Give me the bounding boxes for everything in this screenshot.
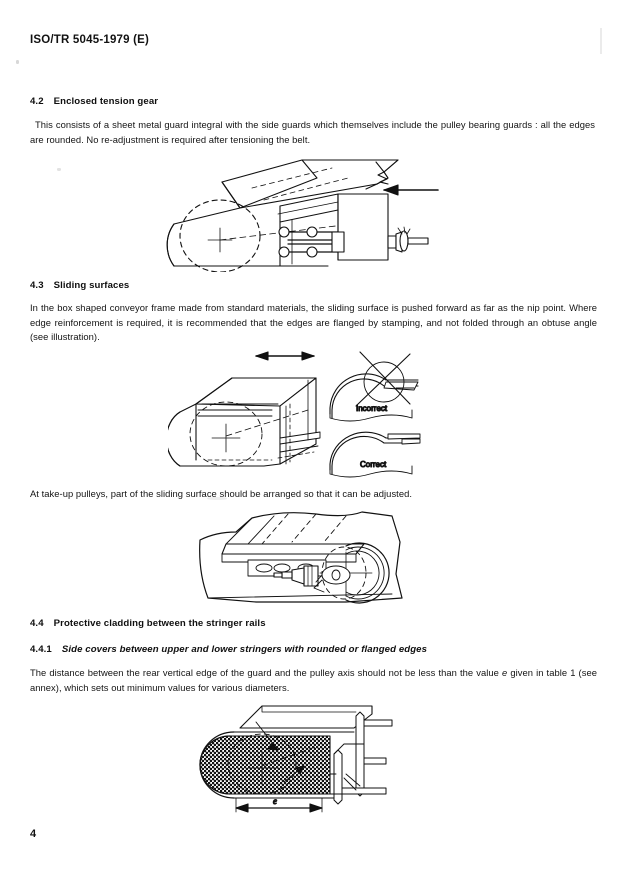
- scan-artifact: [207, 497, 227, 500]
- scan-artifact: [16, 60, 19, 64]
- scan-artifact: [600, 28, 602, 54]
- page-number: 4: [30, 828, 37, 840]
- section-title: Enclosed tension gear: [53, 96, 159, 107]
- section-number: 4.2: [30, 96, 44, 107]
- paragraph-text: In the box shaped conveyor frame made fr…: [30, 302, 597, 343]
- paragraph-text: This consists of a sheet metal guard int…: [30, 119, 595, 145]
- section-heading-4-2: 4.2 Enclosed tension gear: [30, 96, 158, 107]
- section-title: Protective cladding between the stringer…: [53, 618, 266, 629]
- section-title: Side covers between upper and lower stri…: [61, 644, 428, 655]
- document-header: ISO/TR 5045-1979 (E): [30, 34, 150, 46]
- section-heading-4-3: 4.3 Sliding surfaces: [30, 280, 129, 291]
- section-heading-4-4: 4.4 Protective cladding between the strin…: [30, 618, 266, 629]
- label-incorrect: Incorrect: [356, 404, 388, 413]
- paragraph-4-2: This consists of a sheet metal guard int…: [30, 118, 595, 147]
- dimension-label-e: e: [273, 796, 277, 806]
- section-heading-4-4-1: 4.4.1 Side covers between upper and lower…: [30, 644, 427, 655]
- label-correct: Correct: [360, 460, 387, 469]
- paragraph-text: At take-up pulleys, part of the sliding …: [30, 488, 413, 499]
- section-number: 4.4: [30, 618, 44, 629]
- paragraph-text-part1: The distance between the rear vertical e…: [30, 667, 502, 678]
- section-title: Sliding surfaces: [53, 280, 130, 291]
- symbol-e: e: [502, 667, 508, 678]
- figure-sliding-surface: [168, 348, 328, 482]
- paragraph-4-4-1: The distance between the rear vertical e…: [30, 666, 597, 695]
- section-number: 4.4.1: [30, 644, 52, 655]
- figure-enclosed-tension-gear: [152, 148, 442, 272]
- paragraph-4-3: In the box shaped conveyor frame made fr…: [30, 301, 597, 345]
- figure-side-cover: e: [196, 698, 416, 816]
- paragraph-text-part2: given in table 1 (see annex), which sets…: [30, 667, 597, 693]
- figure-edge-detail: Incorrect Correct: [326, 348, 436, 482]
- scan-artifact: [57, 168, 61, 171]
- section-number: 4.3: [30, 280, 44, 291]
- paragraph-4-3-b: At take-up pulleys, part of the sliding …: [30, 487, 597, 502]
- figure-take-up-pulley: [196, 502, 412, 608]
